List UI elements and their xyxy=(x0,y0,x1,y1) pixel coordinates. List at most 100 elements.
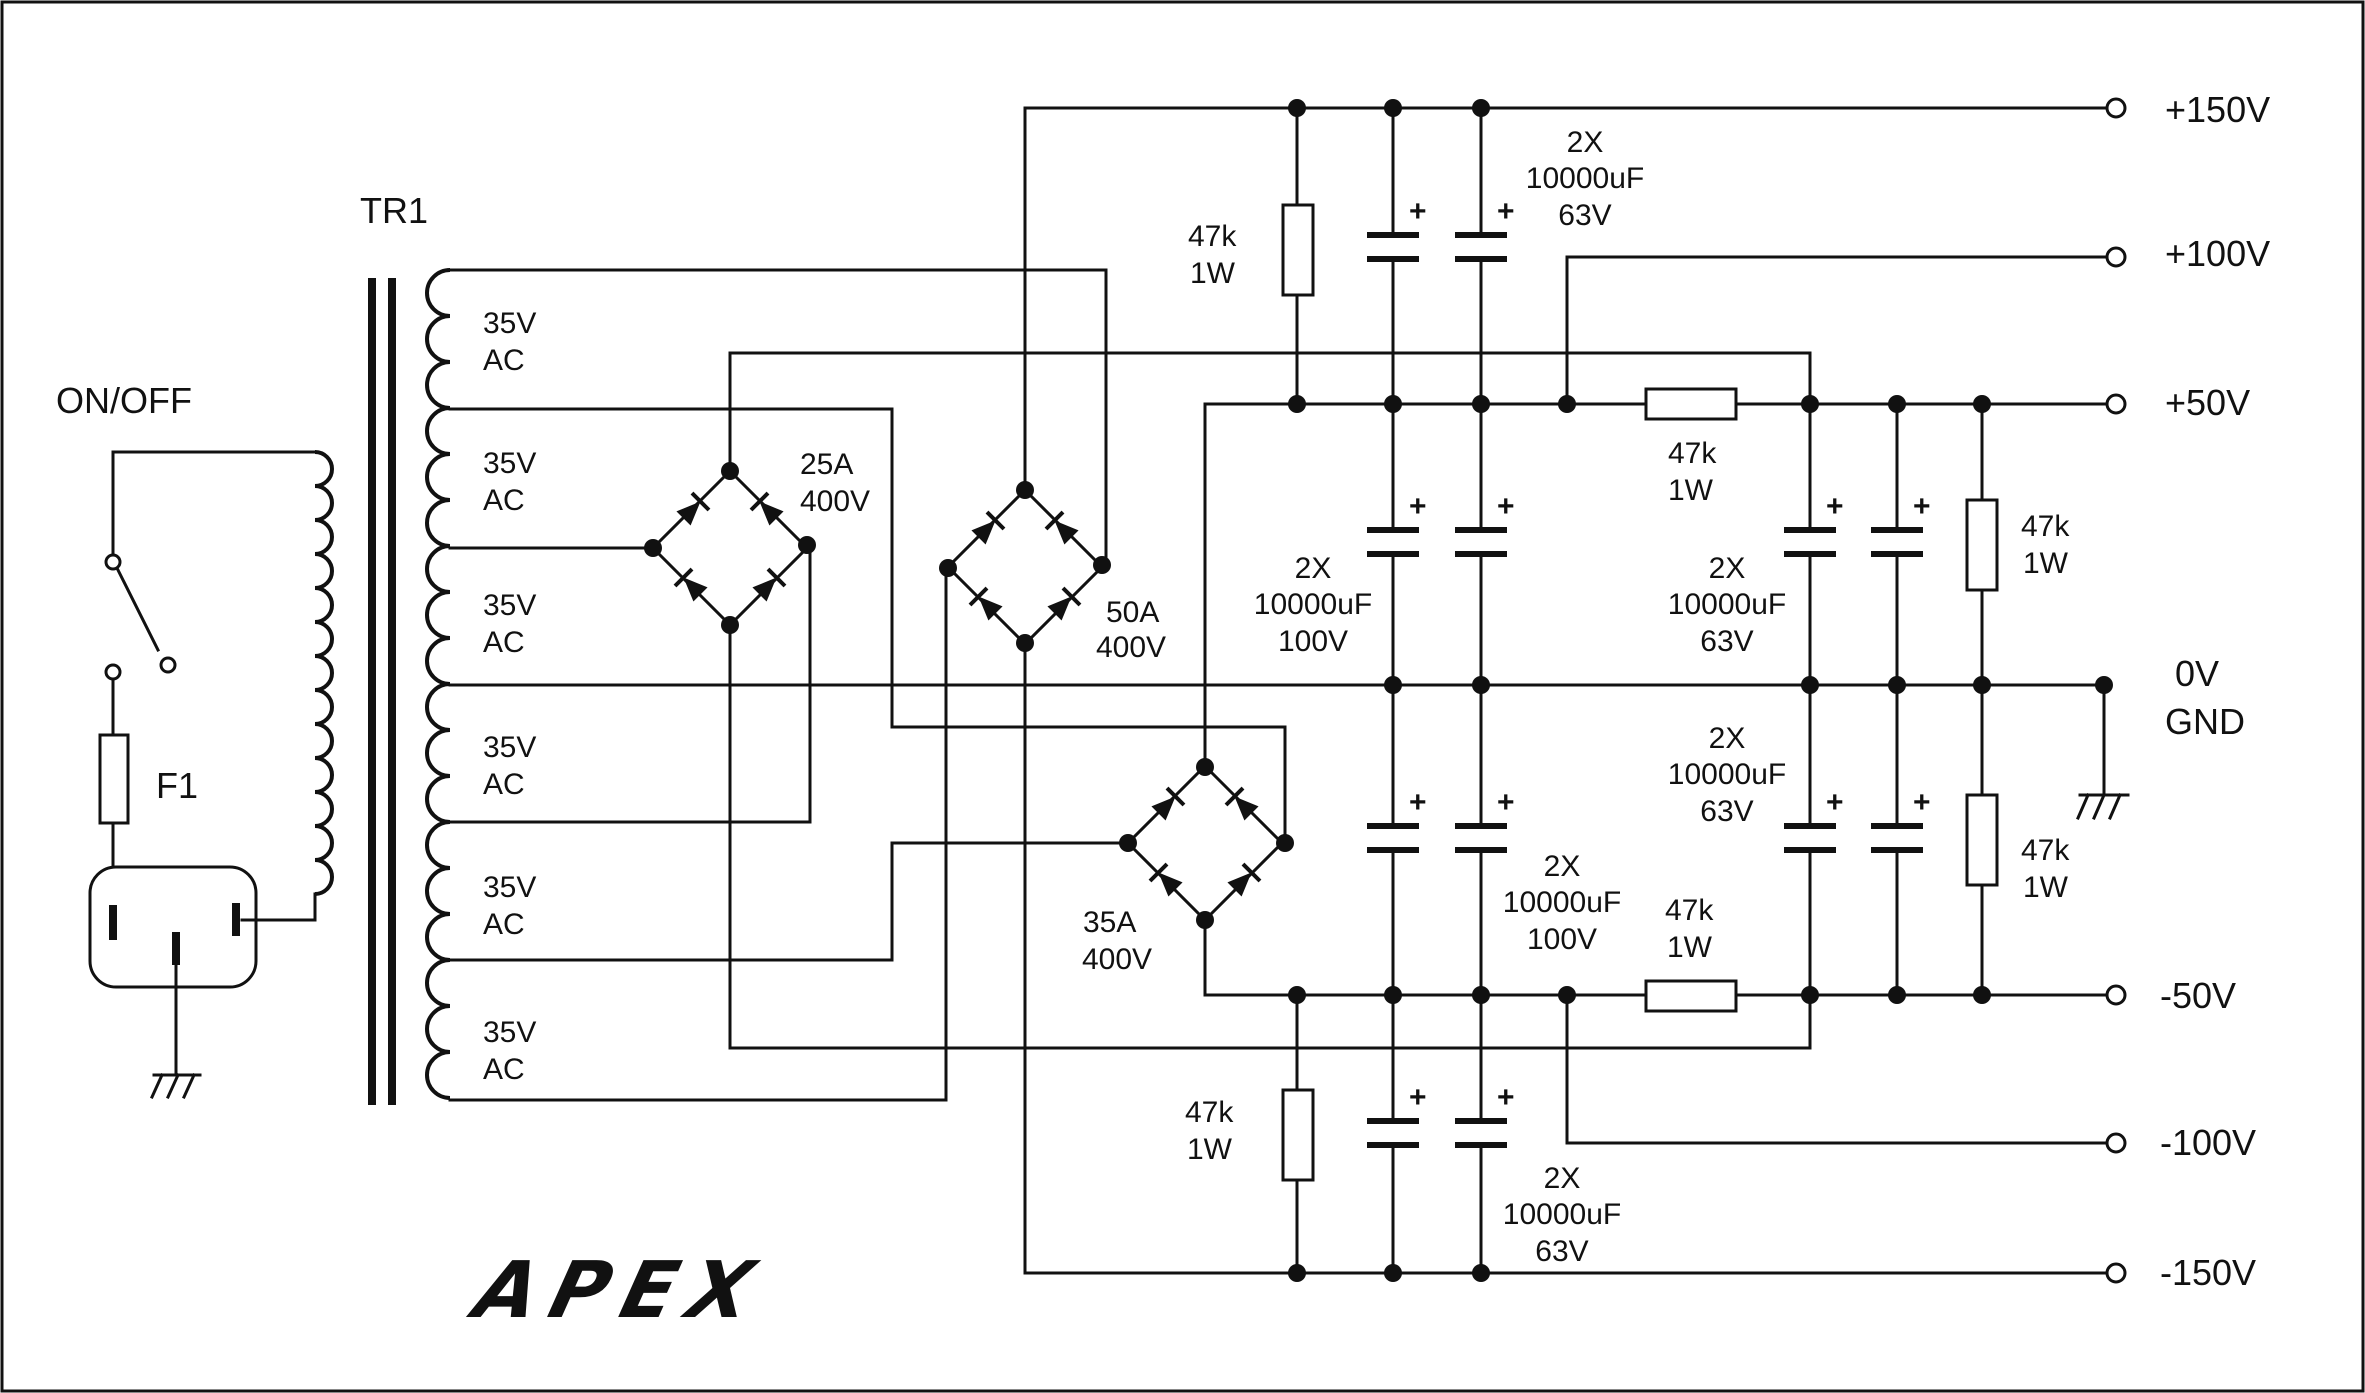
junction-dot xyxy=(1973,986,1991,1004)
junction-dot xyxy=(1558,986,1576,1004)
fuse-label: F1 xyxy=(156,765,198,806)
cap-bot-value: 10000uF xyxy=(1503,1198,1621,1231)
bridge-50a-current: 50A xyxy=(1106,596,1159,629)
capacitor-polarity-mark: + xyxy=(1497,786,1515,819)
capacitor-polarity-mark: + xyxy=(1913,786,1931,819)
capacitor-symbols: ++++++++++++ xyxy=(1367,195,1931,1148)
terminal-n100[interactable] xyxy=(2105,1132,2127,1154)
junction-dot xyxy=(1196,911,1214,929)
mains-input xyxy=(88,450,334,1099)
winding-1-voltage: 35V xyxy=(483,307,536,340)
output-terminals xyxy=(2105,97,2127,1284)
r-top-value: 47k xyxy=(1188,220,1237,253)
terminal-n50[interactable] xyxy=(2105,984,2127,1006)
junction-dot xyxy=(1384,986,1402,1004)
capacitor-polarity-mark: + xyxy=(1409,786,1427,819)
bridge-rectifier-35a xyxy=(1125,763,1285,923)
r-pos50-value: 47k xyxy=(1668,437,1717,470)
junction-dot xyxy=(721,616,739,634)
wiring xyxy=(448,106,2107,1275)
winding-6-voltage: 35V xyxy=(483,1016,536,1049)
junction-dot xyxy=(1472,99,1490,117)
winding-3-voltage: 35V xyxy=(483,589,536,622)
capacitor-polarity-mark: + xyxy=(1826,786,1844,819)
winding-5-voltage: 35V xyxy=(483,871,536,904)
junction-dot xyxy=(1288,986,1306,1004)
winding-labels: 35V AC 35V AC 35V AC 35V AC 35V AC 35V A… xyxy=(483,307,536,1086)
cap-neg63-rating: 63V xyxy=(1700,795,1753,828)
junction-dots xyxy=(644,99,2113,1282)
junction-dot xyxy=(1973,676,1991,694)
rail-n50-label: -50V xyxy=(2160,975,2236,1016)
r-neg50-value: 47k xyxy=(1665,894,1714,927)
cap-neg100-count: 2X xyxy=(1544,850,1581,883)
capacitor-symbol: + xyxy=(1784,786,1844,853)
transformer-tr1 xyxy=(368,268,451,1105)
r-bot-power: 1W xyxy=(1187,1133,1233,1166)
capacitor-polarity-mark: + xyxy=(1409,195,1427,228)
cap-bot-rating: 63V xyxy=(1535,1235,1588,1268)
capacitor-symbol: + xyxy=(1367,786,1427,853)
cap-top-value: 10000uF xyxy=(1526,162,1644,195)
bridge-25a-current: 25A xyxy=(800,448,853,481)
cap-pos63-count: 2X xyxy=(1709,552,1746,585)
terminal-p100[interactable] xyxy=(2105,246,2127,268)
capacitor-symbol: + xyxy=(1367,195,1427,262)
junction-dot xyxy=(1888,986,1906,1004)
junction-dot xyxy=(1558,395,1576,413)
junction-dot xyxy=(1888,395,1906,413)
winding-4-voltage: 35V xyxy=(483,731,536,764)
winding-2-voltage: 35V xyxy=(483,447,536,480)
r-bleed-neg-power: 1W xyxy=(2023,871,2069,904)
junction-dot xyxy=(1288,395,1306,413)
junction-dot xyxy=(1384,395,1402,413)
cap-pos100-rating: 100V xyxy=(1278,625,1348,658)
capacitor-symbol: + xyxy=(1455,786,1515,853)
r-pos50-power: 1W xyxy=(1668,474,1714,507)
resistors xyxy=(1281,203,1999,1182)
cap-neg100-value: 10000uF xyxy=(1503,886,1621,919)
cap-pos100-value: 10000uF xyxy=(1254,588,1372,621)
terminal-p50[interactable] xyxy=(2105,393,2127,415)
winding-3-type: AC xyxy=(483,626,525,659)
junction-dot xyxy=(939,559,957,577)
terminal-p150[interactable] xyxy=(2105,97,2127,119)
junction-dot xyxy=(1119,834,1137,852)
junction-dot xyxy=(798,536,816,554)
switch-label: ON/OFF xyxy=(56,380,192,421)
junction-dot xyxy=(1801,395,1819,413)
secondary-windings xyxy=(425,268,451,1100)
junction-dot xyxy=(1472,1264,1490,1282)
bridge-labels: 25A 400V 50A 400V 35A 400V xyxy=(800,448,1166,976)
junction-dot xyxy=(1384,99,1402,117)
capacitor-polarity-mark: + xyxy=(1913,490,1931,523)
bridge-rectifier-25a xyxy=(650,468,810,628)
r-bleed-pos-value: 47k xyxy=(2021,510,2070,543)
junction-dot xyxy=(721,462,739,480)
capacitor-polarity-mark: + xyxy=(1409,490,1427,523)
r-top-power: 1W xyxy=(1190,257,1236,290)
bridge-rectifier-50a xyxy=(945,487,1105,647)
winding-4-type: AC xyxy=(483,768,525,801)
earth-ground-icon xyxy=(2076,793,2130,820)
capacitor-symbol: + xyxy=(1784,490,1844,557)
bridge-25a-voltage: 400V xyxy=(800,485,870,518)
capacitor-polarity-mark: + xyxy=(1826,490,1844,523)
junction-dot xyxy=(1888,676,1906,694)
junction-dot xyxy=(1288,1264,1306,1282)
junction-dot xyxy=(2095,676,2113,694)
junction-dot xyxy=(1472,395,1490,413)
junction-dot xyxy=(1801,676,1819,694)
r-bleed-neg-value: 47k xyxy=(2021,834,2070,867)
terminal-n150[interactable] xyxy=(2105,1262,2127,1284)
r-bot-value: 47k xyxy=(1185,1096,1234,1129)
junction-dot xyxy=(1288,99,1306,117)
cap-neg63-value: 10000uF xyxy=(1668,758,1786,791)
rail-labels: +150V +100V +50V 0V GND -50V -100V -150V xyxy=(2160,89,2270,1293)
rail-gnd-label: GND xyxy=(2165,701,2245,742)
earth-ground-icon xyxy=(150,1073,202,1099)
rail-p100-label: +100V xyxy=(2165,233,2270,274)
capacitor-polarity-mark: + xyxy=(1497,490,1515,523)
cap-pos100-count: 2X xyxy=(1295,552,1332,585)
